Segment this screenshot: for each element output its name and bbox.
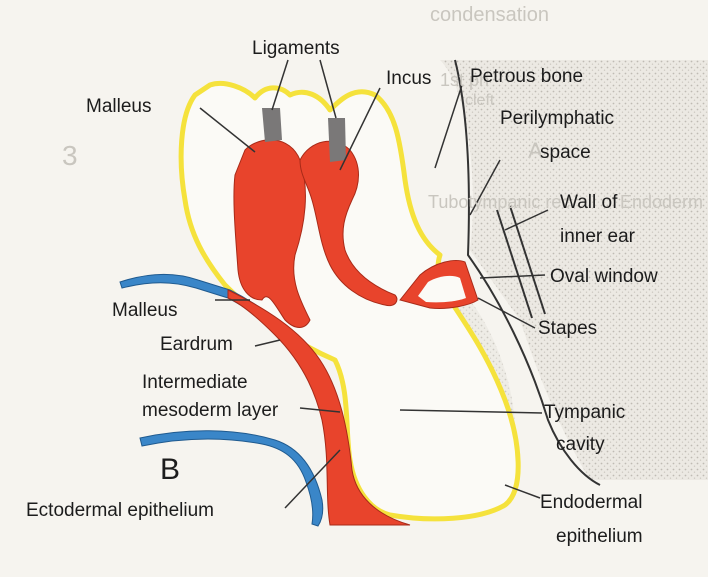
- label-malleus-left: Malleus: [112, 300, 177, 322]
- label-malleus-top: Malleus: [86, 96, 151, 118]
- panel-letter-b: B: [160, 454, 180, 486]
- bleed-text-3: cleft: [465, 92, 494, 110]
- label-incus: Incus: [386, 68, 431, 90]
- label-perilymphatic: Perilymphatic: [500, 108, 614, 130]
- bleed-number-3: 3: [62, 140, 78, 172]
- label-oval-window: Oval window: [550, 266, 658, 288]
- label-wall-of: Wall of: [560, 192, 617, 214]
- label-perilymphatic-space: space: [540, 142, 591, 164]
- label-inner-ear: inner ear: [560, 226, 635, 248]
- label-petrous-bone: Petrous bone: [470, 66, 583, 88]
- ligament-left: [262, 108, 282, 142]
- label-mesoderm-layer: mesoderm layer: [142, 400, 278, 422]
- label-intermediate: Intermediate: [142, 372, 248, 394]
- label-tympanic-cavity: cavity: [556, 434, 605, 456]
- label-tympanic: Tympanic: [544, 402, 625, 424]
- label-ectodermal-epithelium: Ectodermal epithelium: [26, 500, 214, 522]
- bleed-text-1: condensation: [430, 4, 549, 27]
- bleed-text-5: Endoderm: [620, 192, 703, 213]
- label-eardrum: Eardrum: [160, 334, 233, 356]
- label-ligaments: Ligaments: [252, 38, 340, 60]
- label-endodermal-epithelium: epithelium: [556, 526, 643, 548]
- label-stapes: Stapes: [538, 318, 597, 340]
- bleed-text-4: Tubotympanic rec: [428, 192, 570, 213]
- ligament-right: [328, 118, 346, 162]
- label-endodermal: Endodermal: [540, 492, 642, 514]
